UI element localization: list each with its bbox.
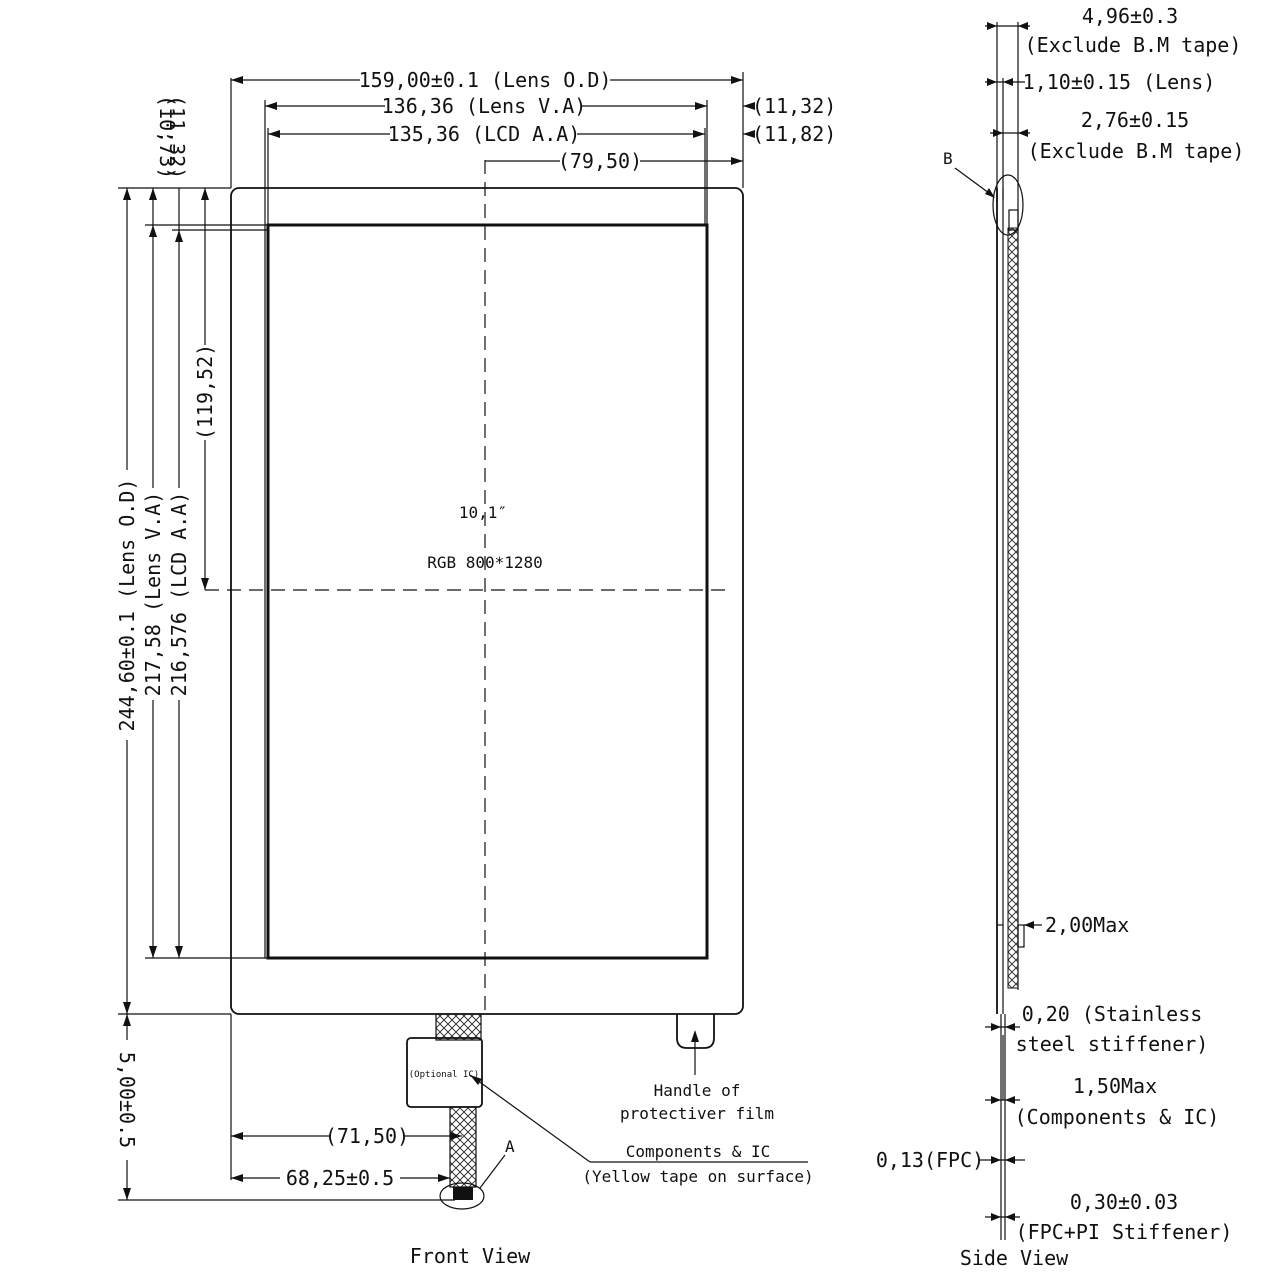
side-view: 4,96±0.3 (Exclude B.M tape) 1,10±0.15 (L… — [876, 4, 1245, 1270]
detail-b-label: B — [943, 149, 953, 168]
front-view: 10,1″ RGB 800*1280 159,00±0.1 (Lens O.D)… — [115, 68, 836, 1268]
side-view-caption: Side View — [960, 1246, 1069, 1270]
dim-fpc-edge: 68,25±0.5 — [286, 1166, 394, 1190]
front-view-caption: Front View — [410, 1244, 531, 1268]
dim-fpc-pi-note: (FPC+PI Stiffener) — [1016, 1220, 1233, 1244]
dim-right-aa: (11,82) — [752, 122, 836, 146]
dim-fpc-length: 5,00±0.5 — [115, 1052, 139, 1148]
handle-note-line2: protectiver film — [620, 1104, 774, 1123]
lcd-module-section — [1007, 227, 1019, 989]
dim-lcd-aa-height: 216,576 (LCD A.A) — [167, 492, 191, 697]
dim-lens-od-width: 159,00±0.1 (Lens O.D) — [359, 68, 612, 92]
dim-fpc-center: (71,50) — [325, 1124, 409, 1148]
handle-note-line1: Handle of — [654, 1081, 741, 1100]
lens-outline — [230, 187, 744, 1015]
dim-fpc-pi: 0,30±0.03 — [1070, 1190, 1178, 1214]
dim-top-aa: (11,32) — [165, 95, 189, 179]
dim-panel-note: (Exclude B.M tape) — [1028, 139, 1245, 163]
dim-2max: 2,00Max — [1045, 913, 1129, 937]
dim-comp-note: (Components & IC) — [1015, 1105, 1220, 1129]
detail-a-circle — [439, 1182, 485, 1210]
dim-panel-thickness: 2,76±0.15 — [1081, 108, 1189, 132]
detail-b-circle — [992, 174, 1024, 236]
bm-tape — [1008, 209, 1019, 231]
components-note-line1: Components & IC — [626, 1142, 771, 1161]
dim-lens-va-width: 136,36 (Lens V.A) — [382, 94, 587, 118]
dim-fpc-thickness: 0,13(FPC) — [876, 1148, 984, 1172]
dim-top-va: (10,73) — [155, 95, 179, 179]
resolution-label: RGB 800*1280 — [427, 553, 543, 572]
fpc-upper — [435, 1013, 482, 1041]
components-note-line2: (Yellow tape on surface) — [582, 1167, 813, 1186]
dim-total-note: (Exclude B.M tape) — [1025, 33, 1242, 57]
size-label: 10,1″ — [459, 503, 507, 522]
fpc-lower — [449, 1106, 477, 1188]
fpc-contacts — [453, 1187, 473, 1200]
dim-center-y: (119,52) — [193, 344, 217, 440]
dim-total-thickness: 4,96±0.3 — [1082, 4, 1178, 28]
dim-right-va: (11,32) — [752, 94, 836, 118]
dim-lcd-aa-width: 135,36 (LCD A.A) — [388, 122, 581, 146]
optional-ic-label: (Optional IC) — [409, 1070, 479, 1080]
dim-comp-max: 1,50Max — [1073, 1074, 1157, 1098]
component-bump — [1017, 924, 1025, 948]
viewing-area — [266, 223, 709, 960]
optional-ic-box — [406, 1037, 483, 1108]
dim-lens-va-height: 217,58 (Lens V.A) — [141, 492, 165, 697]
dim-stiffener: 0,20 (Stainless — [1022, 1002, 1203, 1026]
dim-lens-thickness: 1,10±0.15 (Lens) — [1023, 70, 1216, 94]
dim-stiffener-note: steel stiffener) — [1016, 1032, 1209, 1056]
detail-a-label: A — [505, 1137, 515, 1156]
dim-center-x: (79,50) — [558, 149, 642, 173]
dim-lens-od-height: 244,60±0.1 (Lens O.D) — [115, 479, 139, 732]
